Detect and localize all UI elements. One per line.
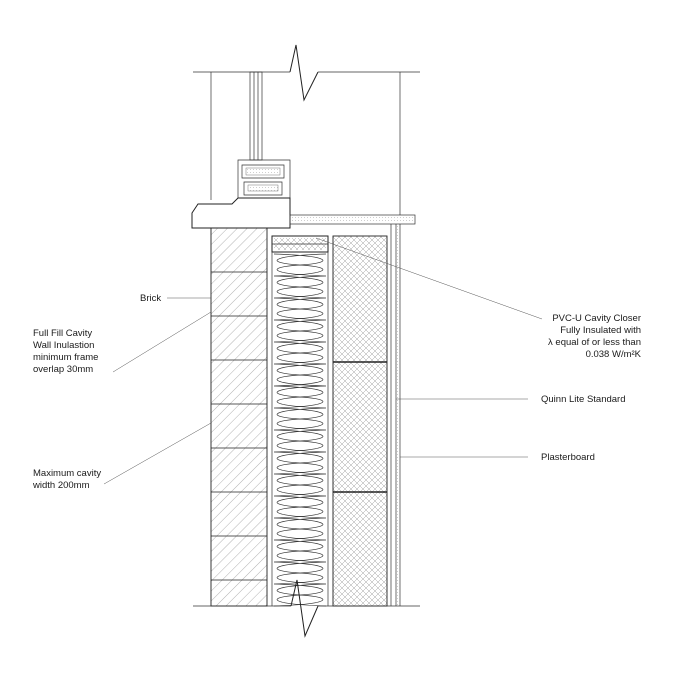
- svg-text:width 200mm: width 200mm: [32, 480, 90, 491]
- upper-wall: [193, 44, 420, 215]
- block-label: Quinn Lite Standard: [541, 394, 626, 405]
- cavity-width-label: Maximum cavity width 200mm: [32, 468, 101, 491]
- svg-text:Maximum cavity: Maximum cavity: [33, 468, 101, 479]
- brick-label: Brick: [140, 293, 161, 304]
- svg-text:0.038 W/m²K: 0.038 W/m²K: [586, 349, 642, 360]
- svg-text:Full Fill Cavity: Full Fill Cavity: [33, 328, 92, 339]
- insulation-label: Full Fill Cavity Wall Inulastion minimum…: [33, 328, 98, 375]
- block-leaf: [332, 235, 388, 607]
- svg-text:λ equal of or less than: λ equal of or less than: [548, 337, 641, 348]
- cavity-closer: [271, 235, 329, 253]
- cavity-insulation: [271, 252, 329, 607]
- svg-text:overlap 30mm: overlap 30mm: [33, 364, 93, 375]
- svg-text:PVC-U Cavity Closer: PVC-U Cavity Closer: [552, 313, 641, 324]
- plasterboard-label: Plasterboard: [541, 452, 595, 463]
- window-frame: [237, 71, 291, 199]
- brick-leaf: [210, 227, 268, 607]
- cavity-closer-label: PVC-U Cavity Closer Fully Insulated with…: [548, 313, 642, 360]
- plasterboard: [390, 224, 401, 606]
- svg-text:Wall Inulastion: Wall Inulastion: [33, 340, 94, 351]
- window-sill: [191, 197, 416, 229]
- bottom-break-line: [193, 579, 420, 638]
- leader-lines: [103, 237, 543, 485]
- svg-text:Fully Insulated with: Fully Insulated with: [560, 325, 641, 336]
- svg-text:minimum frame: minimum frame: [33, 352, 98, 363]
